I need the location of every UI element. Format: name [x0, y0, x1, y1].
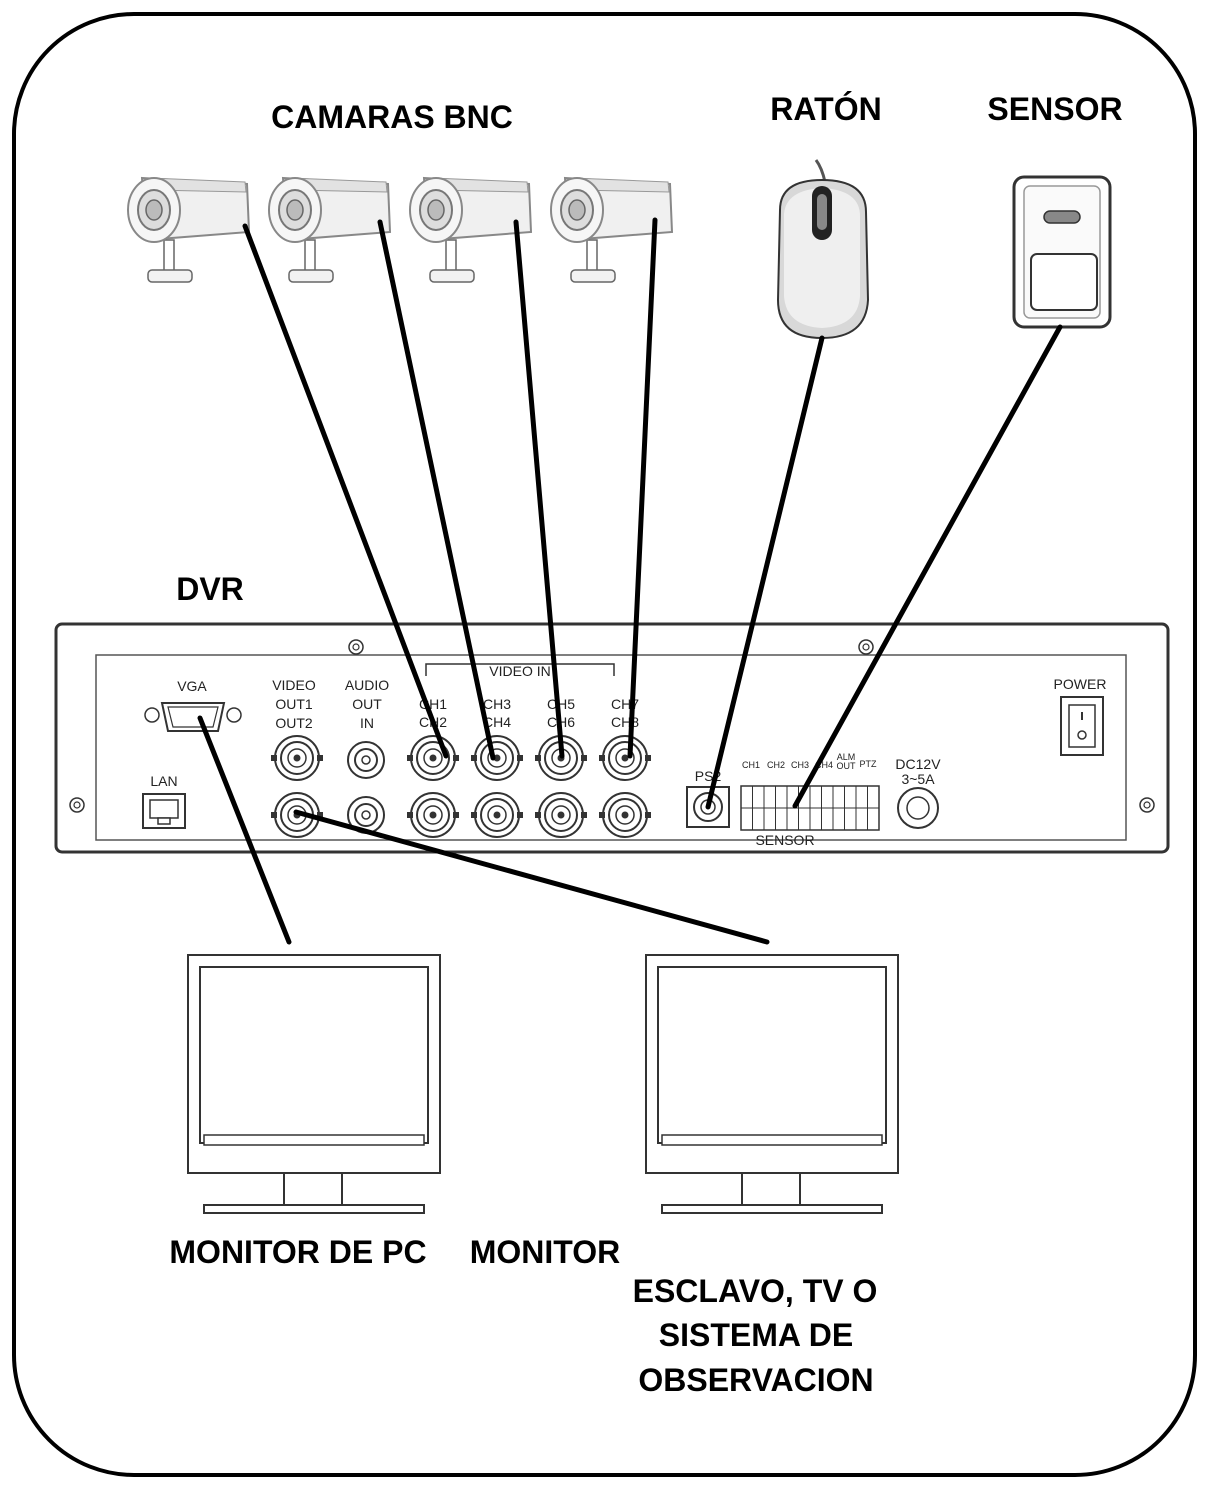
video-out-label: VIDEO: [272, 677, 316, 693]
dc-jack: [897, 787, 939, 829]
audio-out-label: OUT: [352, 696, 382, 712]
sensor-block-label: SENSOR: [755, 832, 814, 848]
power-switch: [1060, 696, 1104, 756]
video-in-label: VIDEO IN: [489, 663, 550, 679]
dc-current-label: 3~5A: [901, 771, 935, 787]
svg-text:OUT: OUT: [837, 761, 857, 771]
cameras-label: CAMARAS BNC: [271, 99, 513, 135]
ps2-port: [686, 786, 730, 828]
video-out1-label: OUT1: [275, 696, 313, 712]
audio-out-rca: [347, 741, 385, 779]
motion-sensor-icon: [1012, 175, 1112, 329]
monitor-icon: [187, 954, 441, 1214]
svg-text:CH2: CH2: [767, 760, 785, 770]
dvr-label: DVR: [176, 571, 244, 607]
sensor-label: SENSOR: [987, 91, 1122, 127]
slave-label-line1: ESCLAVO, TV O: [633, 1273, 878, 1309]
power-label: POWER: [1054, 676, 1107, 692]
slave-label-line2: SISTEMA DE: [659, 1317, 853, 1353]
monitor-icon: [645, 954, 899, 1214]
ch8-label: CH8: [611, 714, 639, 730]
slave-label-line3: OBSERVACION: [638, 1362, 873, 1398]
svg-text:CH4: CH4: [815, 760, 833, 770]
audio-in-label: IN: [360, 715, 374, 731]
vga-port: [144, 702, 242, 732]
ch3-label: CH3: [483, 696, 511, 712]
svg-text:CH1: CH1: [742, 760, 760, 770]
dc-voltage-label: DC12V: [895, 756, 941, 772]
mouse-icon: [776, 159, 870, 340]
monitor-label: MONITOR: [470, 1234, 621, 1270]
audio-label: AUDIO: [345, 677, 389, 693]
monitor-pc-label: MONITOR DE PC: [169, 1234, 426, 1270]
mouse-label: RATÓN: [770, 91, 881, 127]
lan-port: [142, 793, 186, 829]
bnc-camera-icon: [268, 177, 391, 283]
dvr-rear-panel: VGA LAN VIDEO OUT1 OUT2 AUDIO OUT IN VID…: [54, 622, 1170, 854]
ch4-label: CH4: [483, 714, 511, 730]
ch5-label: CH5: [547, 696, 575, 712]
lan-label: LAN: [150, 773, 177, 789]
vga-label: VGA: [177, 678, 207, 694]
bnc-camera-icon: [409, 177, 532, 283]
svg-text:CH3: CH3: [791, 760, 809, 770]
sensor-terminal-block: CH1 CH2 CH3 CH4 ALM OUT PTZ: [740, 752, 880, 831]
cables: [197, 217, 1063, 945]
video-out2-label: OUT2: [275, 715, 313, 731]
outer-frame: [12, 12, 1197, 1477]
svg-text:ALM: ALM: [837, 752, 856, 762]
bnc-camera-icon: [127, 177, 250, 283]
svg-text:PTZ: PTZ: [860, 759, 878, 769]
